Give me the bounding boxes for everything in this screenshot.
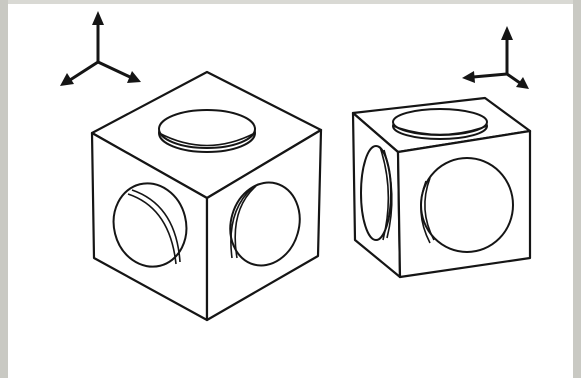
arrowhead-right-icon <box>127 71 141 83</box>
cube-right-left-disc <box>360 145 393 241</box>
axis-triad-left-leftdown <box>68 60 100 82</box>
top-border <box>0 0 581 4</box>
arrowhead-up-icon <box>92 11 104 25</box>
right-border <box>573 0 581 378</box>
cube-left-left-disc <box>112 182 188 268</box>
cube-left-top-disc <box>158 109 256 153</box>
axis-triad-left-rightdown <box>96 60 132 79</box>
cube-left-right-disc <box>229 181 301 267</box>
arrowhead-left-icon <box>462 71 475 83</box>
arrowhead-up-icon <box>501 26 513 40</box>
axis-triad-right-left <box>471 72 509 79</box>
cube-right <box>351 96 532 279</box>
cube-right-top-disc <box>392 108 488 140</box>
left-border <box>0 0 8 378</box>
arrowhead-right-icon <box>516 77 529 89</box>
axis-triad-right-rightdown <box>505 72 522 85</box>
arrowhead-left-icon <box>60 73 74 86</box>
axis-triad-right <box>462 26 529 89</box>
cube-right-front-disc <box>420 157 514 253</box>
axis-triad-left <box>60 11 141 86</box>
cube-left <box>90 70 323 322</box>
